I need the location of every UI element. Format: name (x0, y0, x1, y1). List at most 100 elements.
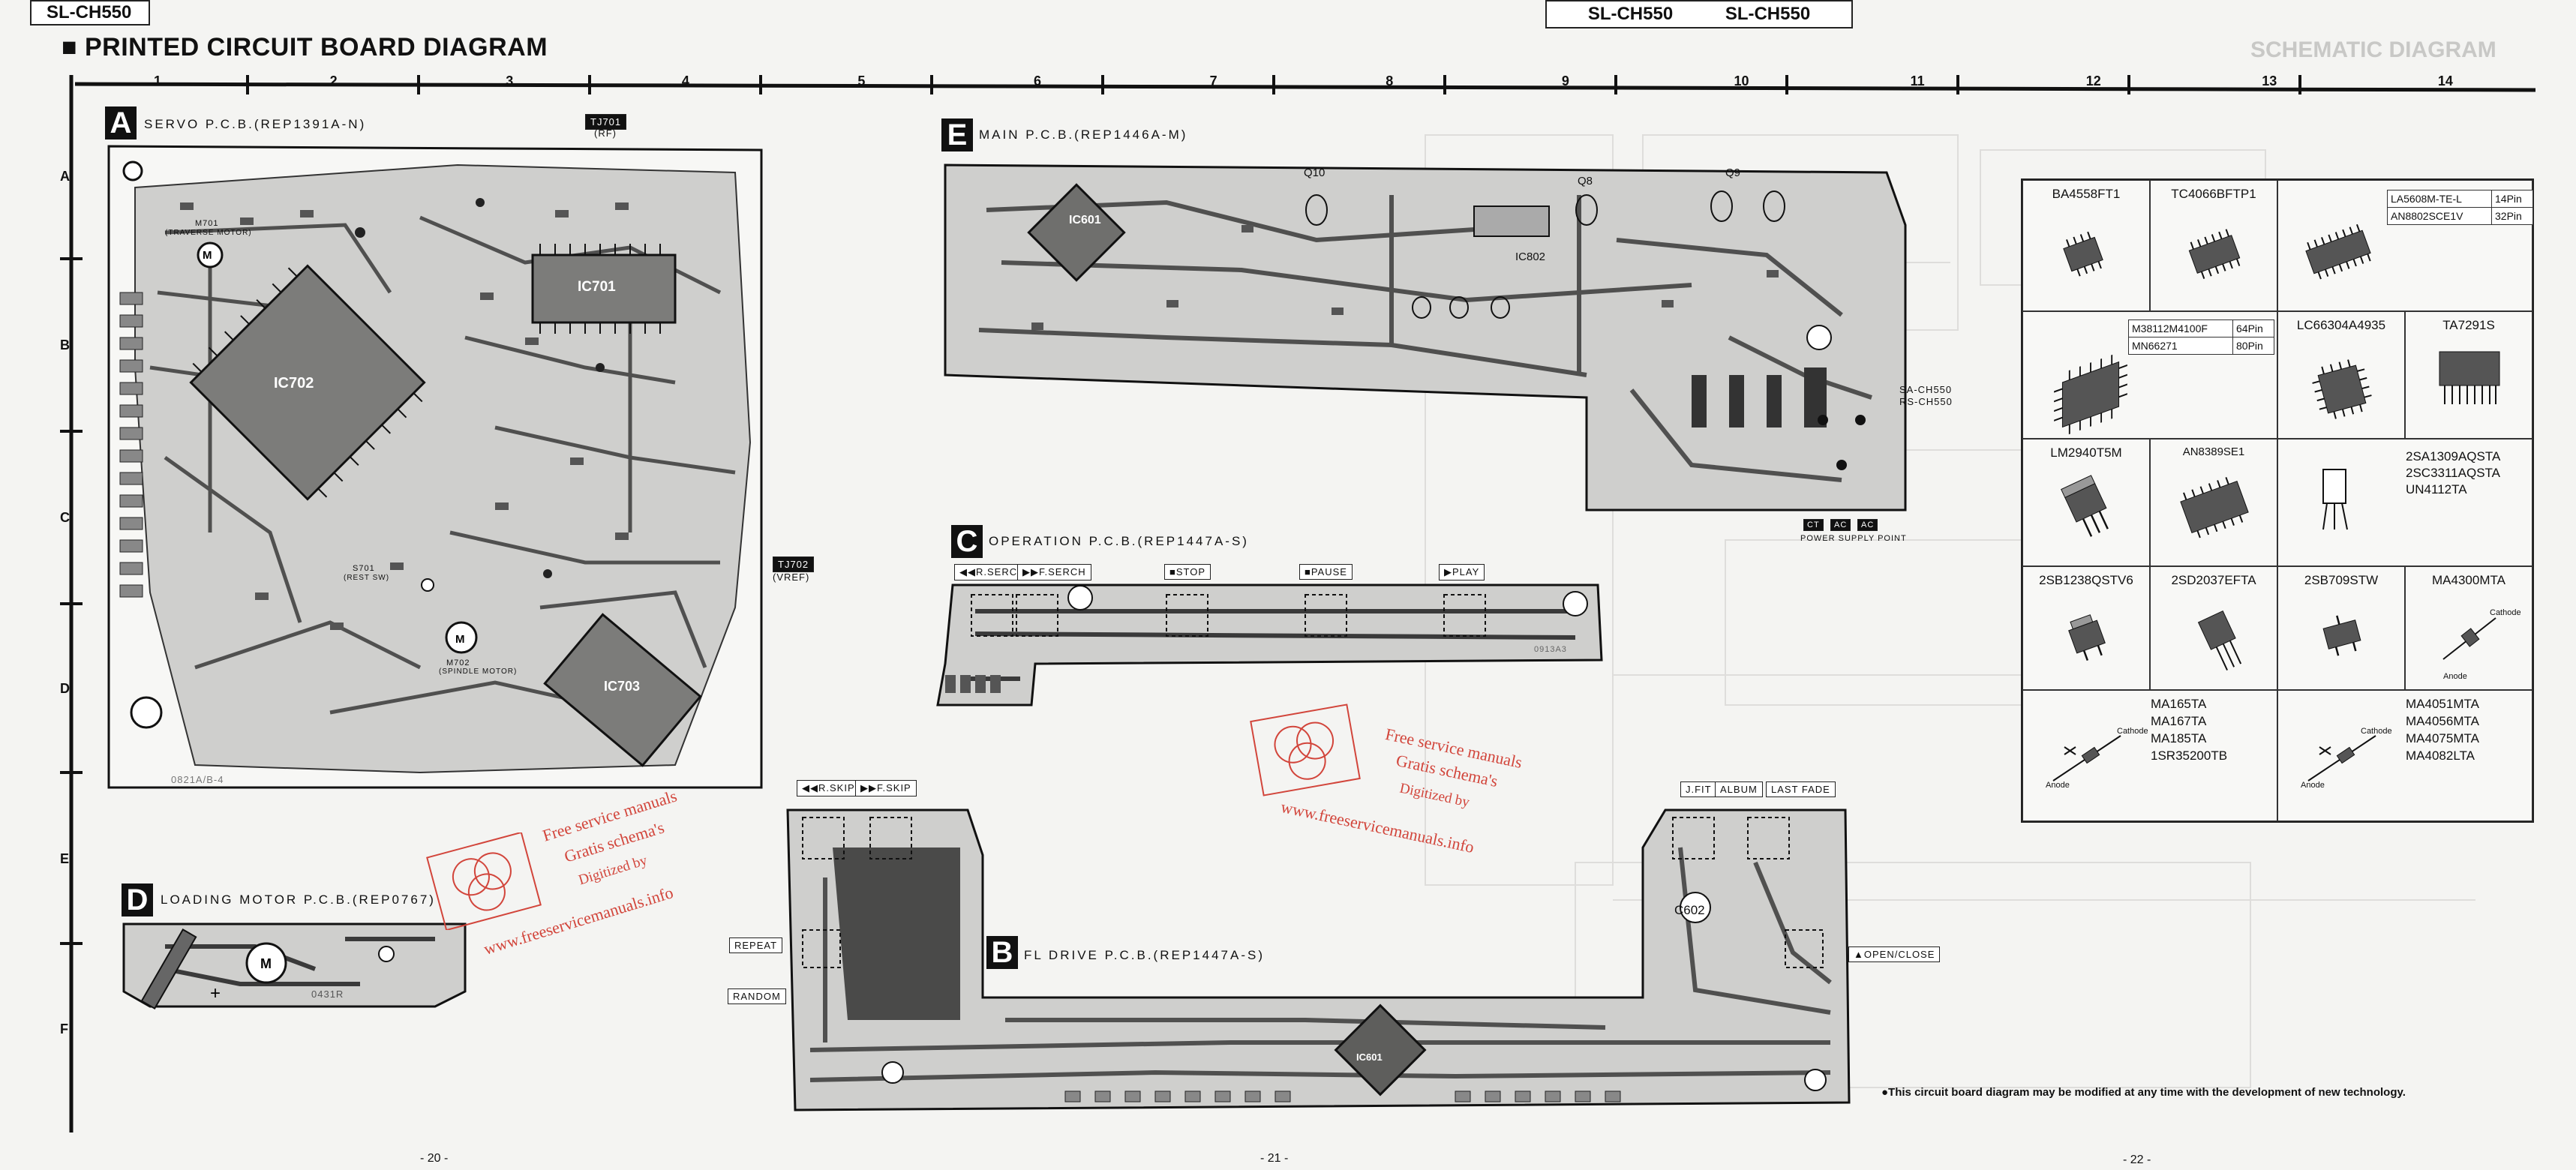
ic-cell-ta7291: TA7291S (2405, 311, 2532, 439)
anode-label-3: Anode (2301, 781, 2325, 790)
ssop-icon (2305, 224, 2371, 280)
soic-8-icon (2063, 231, 2103, 277)
ic-cell-2sb709: 2SB709STW (2277, 566, 2405, 690)
col-4: 4 (681, 74, 689, 88)
section-title: PRINTED CIRCUIT BOARD DIAGRAM (84, 33, 548, 62)
q8-label: Q8 (1578, 175, 1593, 188)
sip-icon (2439, 351, 2500, 404)
repeat-label: REPEAT (729, 938, 783, 953)
last-fade-label: LAST FADE (1766, 782, 1836, 797)
part-ma167: MA167TA (2151, 714, 2207, 728)
part-ma4082: MA4082LTA (2406, 748, 2475, 763)
page-number-21: - 21 - (1260, 1152, 1289, 1165)
to220-icon (2061, 475, 2109, 537)
column-numbers: 1 2 3 4 5 6 7 8 9 10 11 12 13 14 (143, 74, 2460, 89)
col-12: 12 (2085, 74, 2101, 88)
row-B: B (60, 338, 70, 352)
pin-ic-mn66271: MN66271 (2129, 338, 2233, 354)
model-label-left: SL-CH550 (30, 0, 150, 26)
col-9: 9 (1561, 74, 1569, 88)
ic701-label: IC701 (578, 279, 616, 295)
stop-label: ■STOP (1164, 564, 1211, 580)
ic-name-2sb1238: 2SB1238QSTV6 (2039, 573, 2133, 587)
s701-label: S701 (353, 564, 375, 573)
ic-cell-lm2940: LM2940T5M (2022, 439, 2150, 566)
row-A: A (60, 169, 70, 184)
album-label: ALBUM (1715, 782, 1763, 797)
sot23-icon (2322, 615, 2361, 656)
board-letter-b: B (986, 936, 1018, 969)
part-ma4075: MA4075MTA (2406, 731, 2479, 746)
model-text-1: SL-CH550 (1587, 4, 1674, 24)
col-6: 6 (1034, 74, 1042, 88)
col-14: 14 (2437, 74, 2453, 88)
pin-count-64: 64Pin (2236, 322, 2263, 334)
pin-ic-an8802: AN8802SCE1V (2388, 208, 2492, 224)
transistor-list-1: 2SA1309AQSTA 2SC3311AQSTA UN4112TA (2406, 448, 2500, 498)
ic802-label: IC802 (1515, 250, 1546, 263)
ic-cell-an8389: AN8389SE1 (2150, 439, 2277, 566)
ic-name-ta7291: TA7291S (2442, 318, 2495, 332)
col-7: 7 (1209, 74, 1217, 88)
model-text-2: SL-CH550 (1725, 4, 1811, 24)
part-2sa1309: 2SA1309AQSTA (2406, 449, 2501, 464)
board-letter-c: C (951, 525, 983, 558)
random-label: RANDOM (728, 988, 786, 1004)
s701-sub: (REST SW) (344, 574, 390, 582)
m701-sub: (TRAVERSE MOTOR) (165, 229, 252, 237)
servo-board-title: SERVO P.C.B.(REP1391A-N) (144, 117, 367, 131)
col-11: 11 (1910, 74, 1925, 88)
pin-ic-la5608: LA5608M-TE-L (2388, 190, 2492, 207)
model-label-right: SL-CH550 SL-CH550 (1545, 0, 1853, 28)
pin-ic-m38112: M38112M4100F (2129, 320, 2233, 337)
qfp-48-icon (2312, 359, 2372, 419)
cathode-label-1: Cathode (2490, 608, 2521, 617)
r-serch-label: ◀◀R.SERCH (954, 564, 1031, 580)
diode-icon-2 (2307, 735, 2376, 782)
ct-label: CT (1803, 519, 1824, 531)
ac-label-2: AC (1857, 519, 1878, 531)
m701-label: M701 (195, 219, 219, 228)
part-un4112: UN4112TA (2406, 482, 2467, 496)
col-2: 2 (329, 74, 338, 88)
diode-icon-1 (2052, 735, 2121, 782)
variant-label: SA-CH550 RS-CH550 (1899, 384, 1953, 407)
ic-name-lc66304: LC66304A4935 (2296, 318, 2386, 332)
pin-count-80: 80Pin (2236, 340, 2263, 352)
fl-drive-pcb-drawing (786, 808, 1851, 1112)
f-serch-label: ▶▶F.SERCH (1017, 564, 1091, 580)
diode-list-2: MA4051MTA MA4056MTA MA4075MTA MA4082LTA (2406, 695, 2479, 764)
watermark-logo-1 (426, 832, 542, 930)
board-letter-d: D (122, 884, 153, 916)
to92-icon (2322, 469, 2348, 530)
part-ma4056: MA4056MTA (2406, 714, 2479, 728)
ic-name-ma4300: MA4300MTA (2432, 573, 2505, 587)
diode-list-1: MA165TA MA167TA MA185TA 1SR35200TB (2151, 695, 2227, 764)
ic601-fl-label: IC601 (1356, 1052, 1383, 1063)
pause-label: ■PAUSE (1299, 564, 1353, 580)
servo-board-code: 0821A/B-4 (171, 774, 224, 785)
qfp-icon (2054, 354, 2127, 435)
power-supply-point: POWER SUPPLY POINT (1800, 534, 1907, 543)
row-D: D (60, 681, 70, 696)
svg-text:M: M (203, 249, 212, 262)
cathode-label-3: Cathode (2361, 727, 2392, 736)
operation-pcb-drawing (936, 584, 1603, 706)
part-2sc3311: 2SC3311AQSTA (2406, 466, 2500, 480)
tj701-sub: (RF) (594, 128, 617, 139)
faded-title-text: SCHEMATIC DIAGRAM (2250, 38, 2496, 62)
ic-name-tc4066: TC4066BFTP1 (2171, 187, 2256, 201)
ic-cell-diodes-1: Cathode Anode MA165TA MA167TA MA185TA 1S… (2022, 690, 2277, 821)
to126-icon (2197, 610, 2242, 670)
page-number-22: - 22 - (2123, 1154, 2151, 1166)
ic-cell-2sd2037: 2SD2037EFTA (2150, 566, 2277, 690)
part-ma4051: MA4051MTA (2406, 697, 2479, 711)
loading-board-code: 0431R (311, 988, 344, 1000)
pin-count-32: 32Pin (2495, 210, 2522, 222)
play-label: ▶PLAY (1439, 564, 1485, 580)
anode-label-1: Anode (2443, 672, 2467, 681)
